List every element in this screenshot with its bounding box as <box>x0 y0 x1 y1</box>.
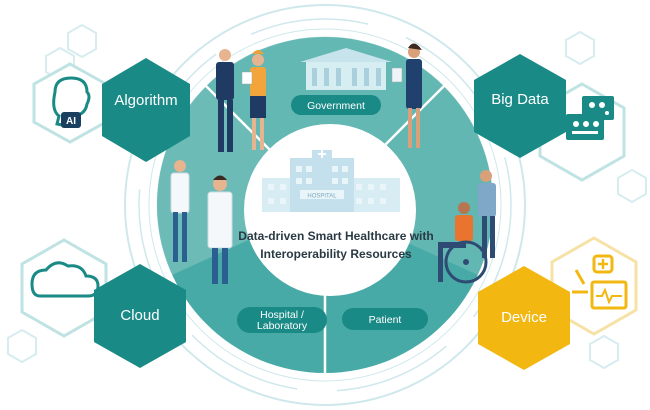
cloud-hex <box>94 264 186 368</box>
center-title-line1: Data-driven Smart Healthcare with <box>238 229 433 243</box>
data-dashboard-icon <box>566 96 614 140</box>
resource-algorithm[interactable]: AI Algorithm <box>32 58 190 162</box>
officials-illustration <box>216 43 422 152</box>
pill-government-label: Government <box>307 100 365 112</box>
pill-hospital-label-line2: Laboratory <box>257 320 308 332</box>
device-label: Device <box>501 309 547 326</box>
government-building-icon <box>300 48 392 90</box>
pill-patient-label: Patient <box>369 314 402 326</box>
resource-device[interactable]: Device <box>478 236 638 370</box>
resource-cloud[interactable]: Cloud <box>20 238 186 368</box>
patient-illustration <box>438 170 496 284</box>
device-icon-hex <box>550 236 638 336</box>
cloud-icon-hex <box>20 238 108 338</box>
resource-big-data[interactable]: Big Data <box>474 54 626 182</box>
center-title-line2: Interoperability Resources <box>260 247 412 261</box>
device-hex <box>478 266 570 370</box>
cloud-label: Cloud <box>120 307 159 324</box>
pill-patient[interactable]: Patient <box>342 308 428 330</box>
hospital-sector <box>156 86 325 275</box>
outer-ring-3 <box>148 28 502 382</box>
hospital-sign-text: HOSPITAL <box>307 194 337 200</box>
big-data-label: Big Data <box>491 91 549 108</box>
pill-government[interactable]: Government <box>291 95 381 115</box>
ai-brain-icon: AI <box>52 76 91 128</box>
algorithm-icon-hex <box>32 62 108 144</box>
algorithm-label: Algorithm <box>114 92 177 109</box>
ai-text: AI <box>66 116 76 127</box>
outer-ring-1 <box>124 4 526 406</box>
hospital-building-icon: HOSPITAL <box>262 150 400 212</box>
pill-hospital-label-line1: Hospital / <box>260 309 304 321</box>
outer-rings <box>124 4 526 406</box>
pill-hospital-laboratory[interactable]: Hospital / Laboratory <box>237 307 327 333</box>
outer-ring-2 <box>138 18 512 392</box>
cloud-icon <box>30 261 100 298</box>
doctors-illustration <box>170 160 233 284</box>
big-data-hex <box>474 54 566 158</box>
medical-device-icon <box>572 254 628 310</box>
algorithm-hex <box>102 58 190 162</box>
decorative-hexagons <box>7 23 647 370</box>
